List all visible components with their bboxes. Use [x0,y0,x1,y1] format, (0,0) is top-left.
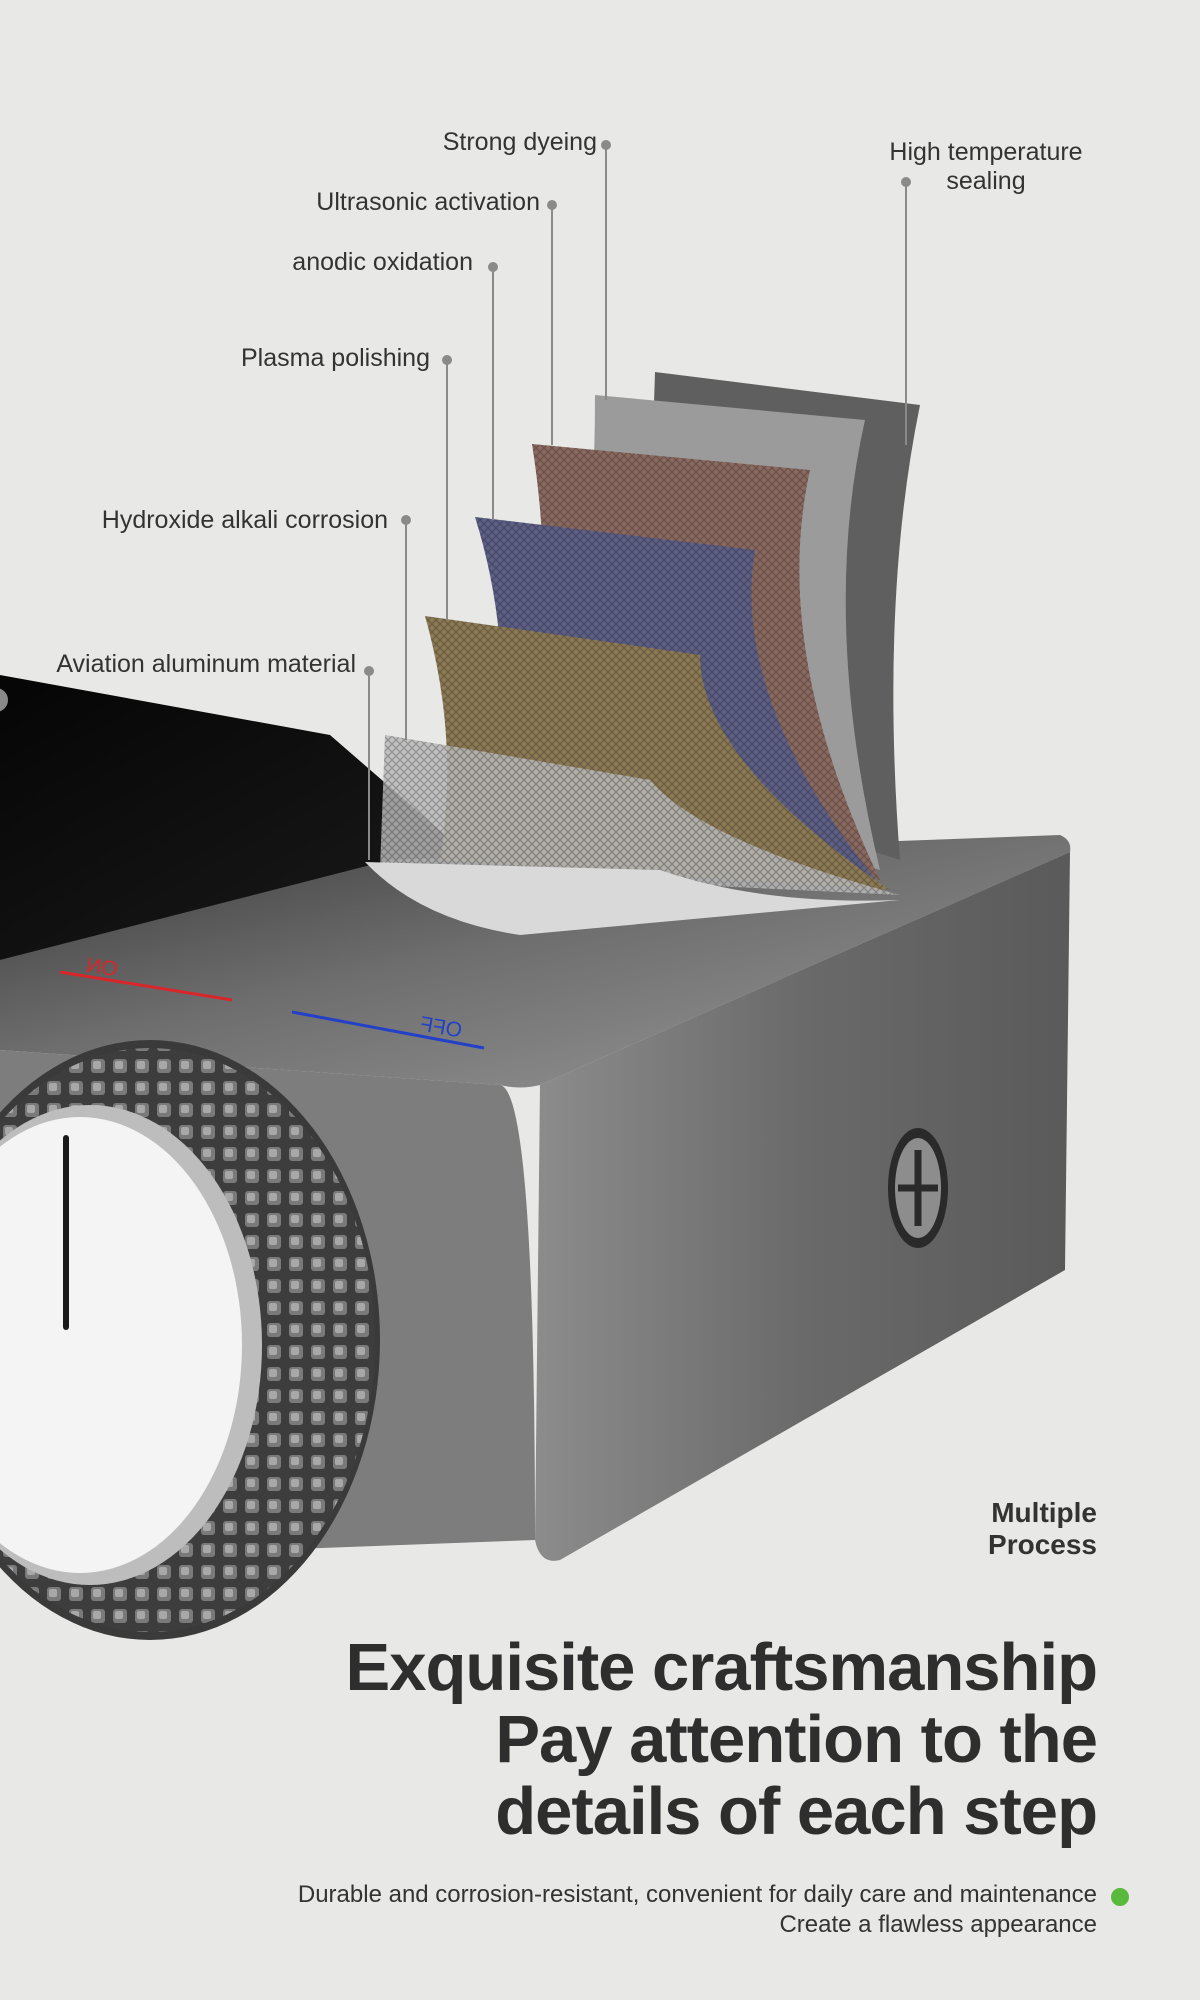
description-line-2: Create a flawless appearance [779,1911,1097,1938]
callout-high-temperature-line-2: sealing [946,167,1026,195]
callout-aviation-aluminum-material: Aviation aluminum material [56,650,356,678]
callout-high-temperature-sealing: High temperature sealing [876,138,1096,196]
on-mark: ON [84,953,120,982]
callout-anodic-oxidation: anodic oxidation [292,248,473,276]
headline-line-1: Exquisite craftsmanship [345,1630,1098,1705]
accent-dot-icon [1111,1888,1129,1906]
description: Durable and corrosion-resistant, conveni… [298,1880,1097,1940]
callout-ultrasonic-activation: Ultrasonic activation [316,188,540,216]
headline-line-2: Pay attention to the [495,1702,1098,1777]
headline-line-3: details of each step [495,1774,1098,1849]
headline: Exquisite craftsmanship Pay attention to… [345,1630,1098,1849]
side-label-line-1: Multiple [991,1497,1097,1528]
multiple-process-label: Multiple Process [988,1497,1097,1561]
callout-high-temperature-line-1: High temperature [889,138,1083,166]
callout-plasma-polishing: Plasma polishing [241,344,430,372]
side-label-line-2: Process [988,1529,1097,1560]
callout-strong-dyeing: Strong dyeing [442,128,597,156]
description-line-1: Durable and corrosion-resistant, conveni… [297,1881,1097,1908]
callout-hydroxide-alkali-corrosion: Hydroxide alkali corrosion [101,506,388,534]
